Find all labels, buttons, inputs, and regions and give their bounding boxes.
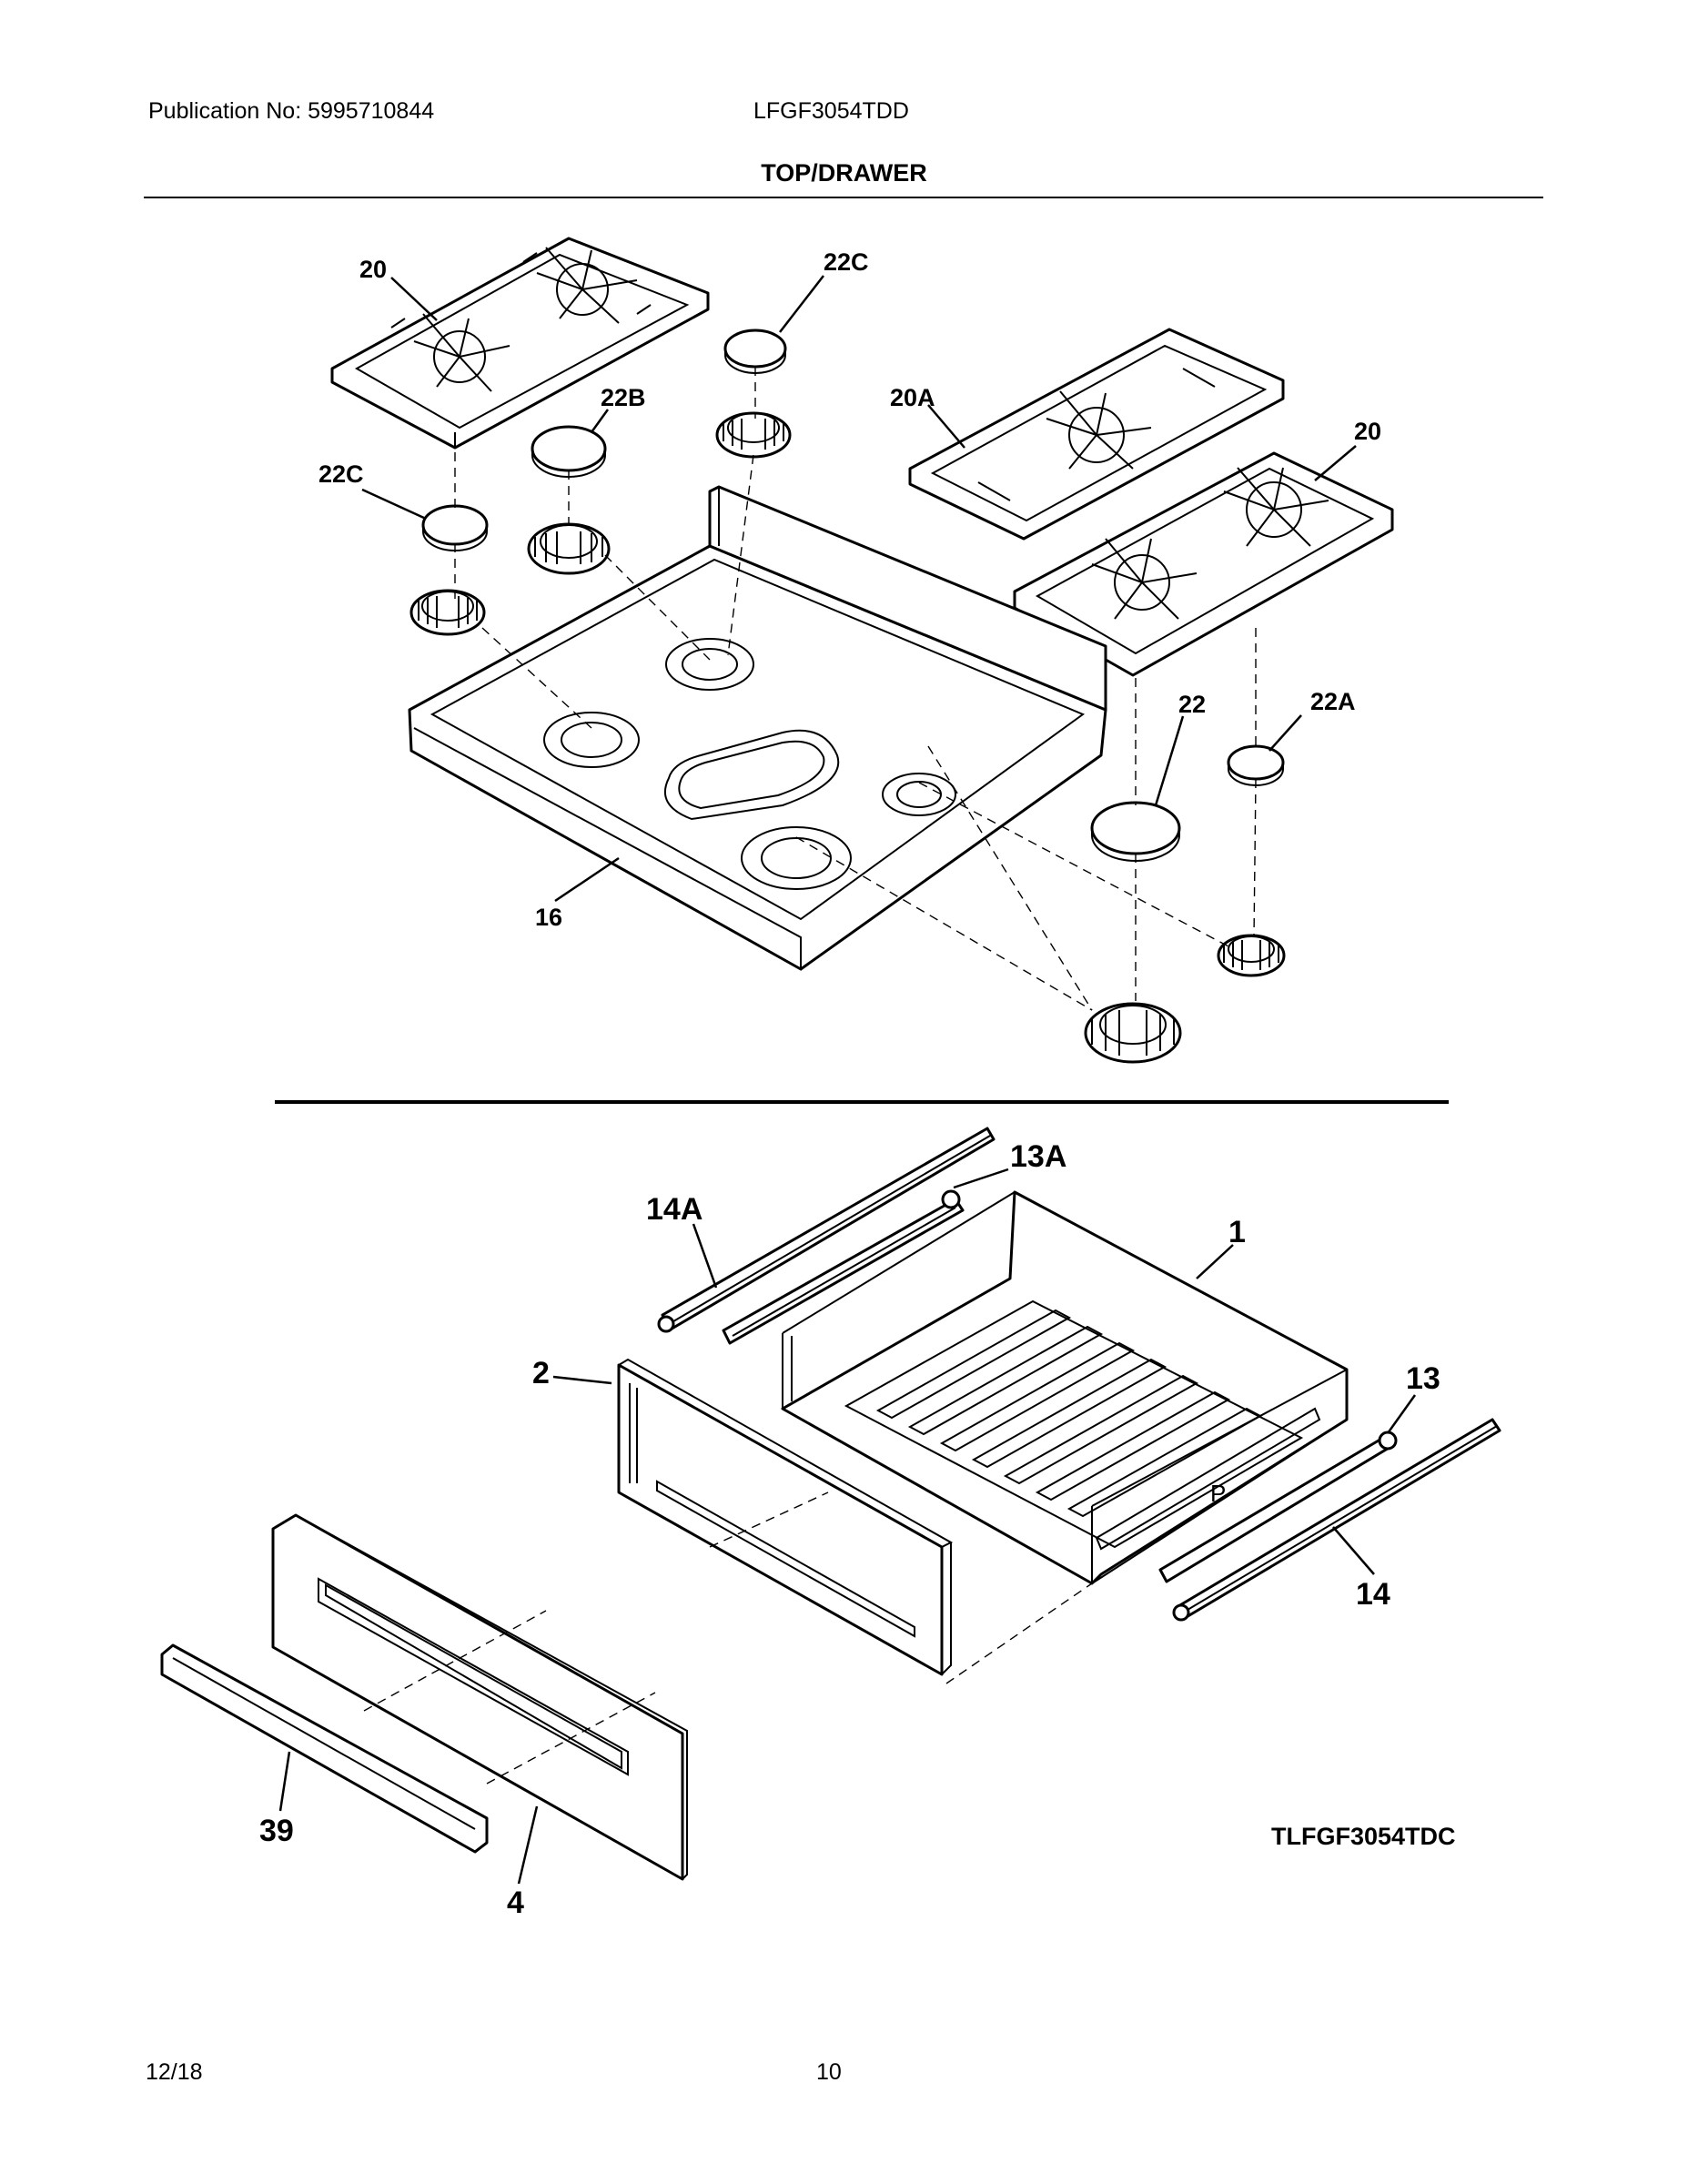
burner-cap-22 <box>1090 801 1181 862</box>
glide-right <box>1172 1418 1501 1622</box>
burner-cap-22b <box>531 425 607 478</box>
callout-22b: 22B <box>601 384 646 411</box>
callout-20-right: 20 <box>1354 418 1381 445</box>
callout-22: 22 <box>1178 691 1206 718</box>
section-divider <box>275 1100 1449 1104</box>
burner-head-left <box>409 589 486 636</box>
burner-cap-22c-top <box>723 329 787 374</box>
leader-lines-top <box>361 275 1357 903</box>
drawer-front <box>617 1358 954 1676</box>
callout-22c-left: 22C <box>318 460 364 488</box>
page-number: 10 <box>816 2059 842 2085</box>
header-divider <box>144 197 1543 198</box>
drawer-body: P <box>781 1190 1349 1585</box>
callout-13: 13 <box>1406 1361 1440 1396</box>
callout-14: 14 <box>1356 1577 1390 1612</box>
burner-head-mid <box>527 522 611 575</box>
callout-2: 2 <box>532 1356 550 1390</box>
drawer-panel <box>271 1513 688 1881</box>
svg-text:P: P <box>1210 1480 1226 1507</box>
leader-lines-bottom <box>278 1168 1417 1885</box>
callout-13a: 13A <box>1010 1139 1066 1174</box>
callout-22c-top: 22C <box>824 248 869 276</box>
cooktop-main-top <box>408 485 1107 971</box>
burner-head-top <box>715 411 792 459</box>
alignment-lines-top <box>454 367 1257 1011</box>
callout-16: 16 <box>535 904 562 931</box>
footer-date: 12/18 <box>146 2059 203 2085</box>
callout-39: 39 <box>259 1814 294 1848</box>
grate-middle <box>908 328 1285 541</box>
burner-head-small <box>1217 934 1286 977</box>
callout-20-left: 20 <box>359 256 387 283</box>
bracket-left <box>722 1189 965 1345</box>
glide-left <box>657 1127 996 1333</box>
section-title: TOP/DRAWER <box>761 159 927 187</box>
callout-20a: 20A <box>890 384 935 411</box>
drawer-handle <box>160 1643 489 1854</box>
callout-4: 4 <box>507 1886 524 1920</box>
grate-left <box>330 237 710 450</box>
alignment-lines-bottom <box>363 1491 1093 1785</box>
callout-22a: 22A <box>1310 688 1356 715</box>
callout-1: 1 <box>1228 1215 1246 1249</box>
model-number: LFGF3054TDD <box>753 98 909 124</box>
callout-14a: 14A <box>646 1192 702 1227</box>
publication-number: Publication No: 5995710844 <box>148 98 435 124</box>
figure-code: TLFGF3054TDC <box>1271 1823 1456 1850</box>
burner-head-large <box>1084 1002 1182 1064</box>
